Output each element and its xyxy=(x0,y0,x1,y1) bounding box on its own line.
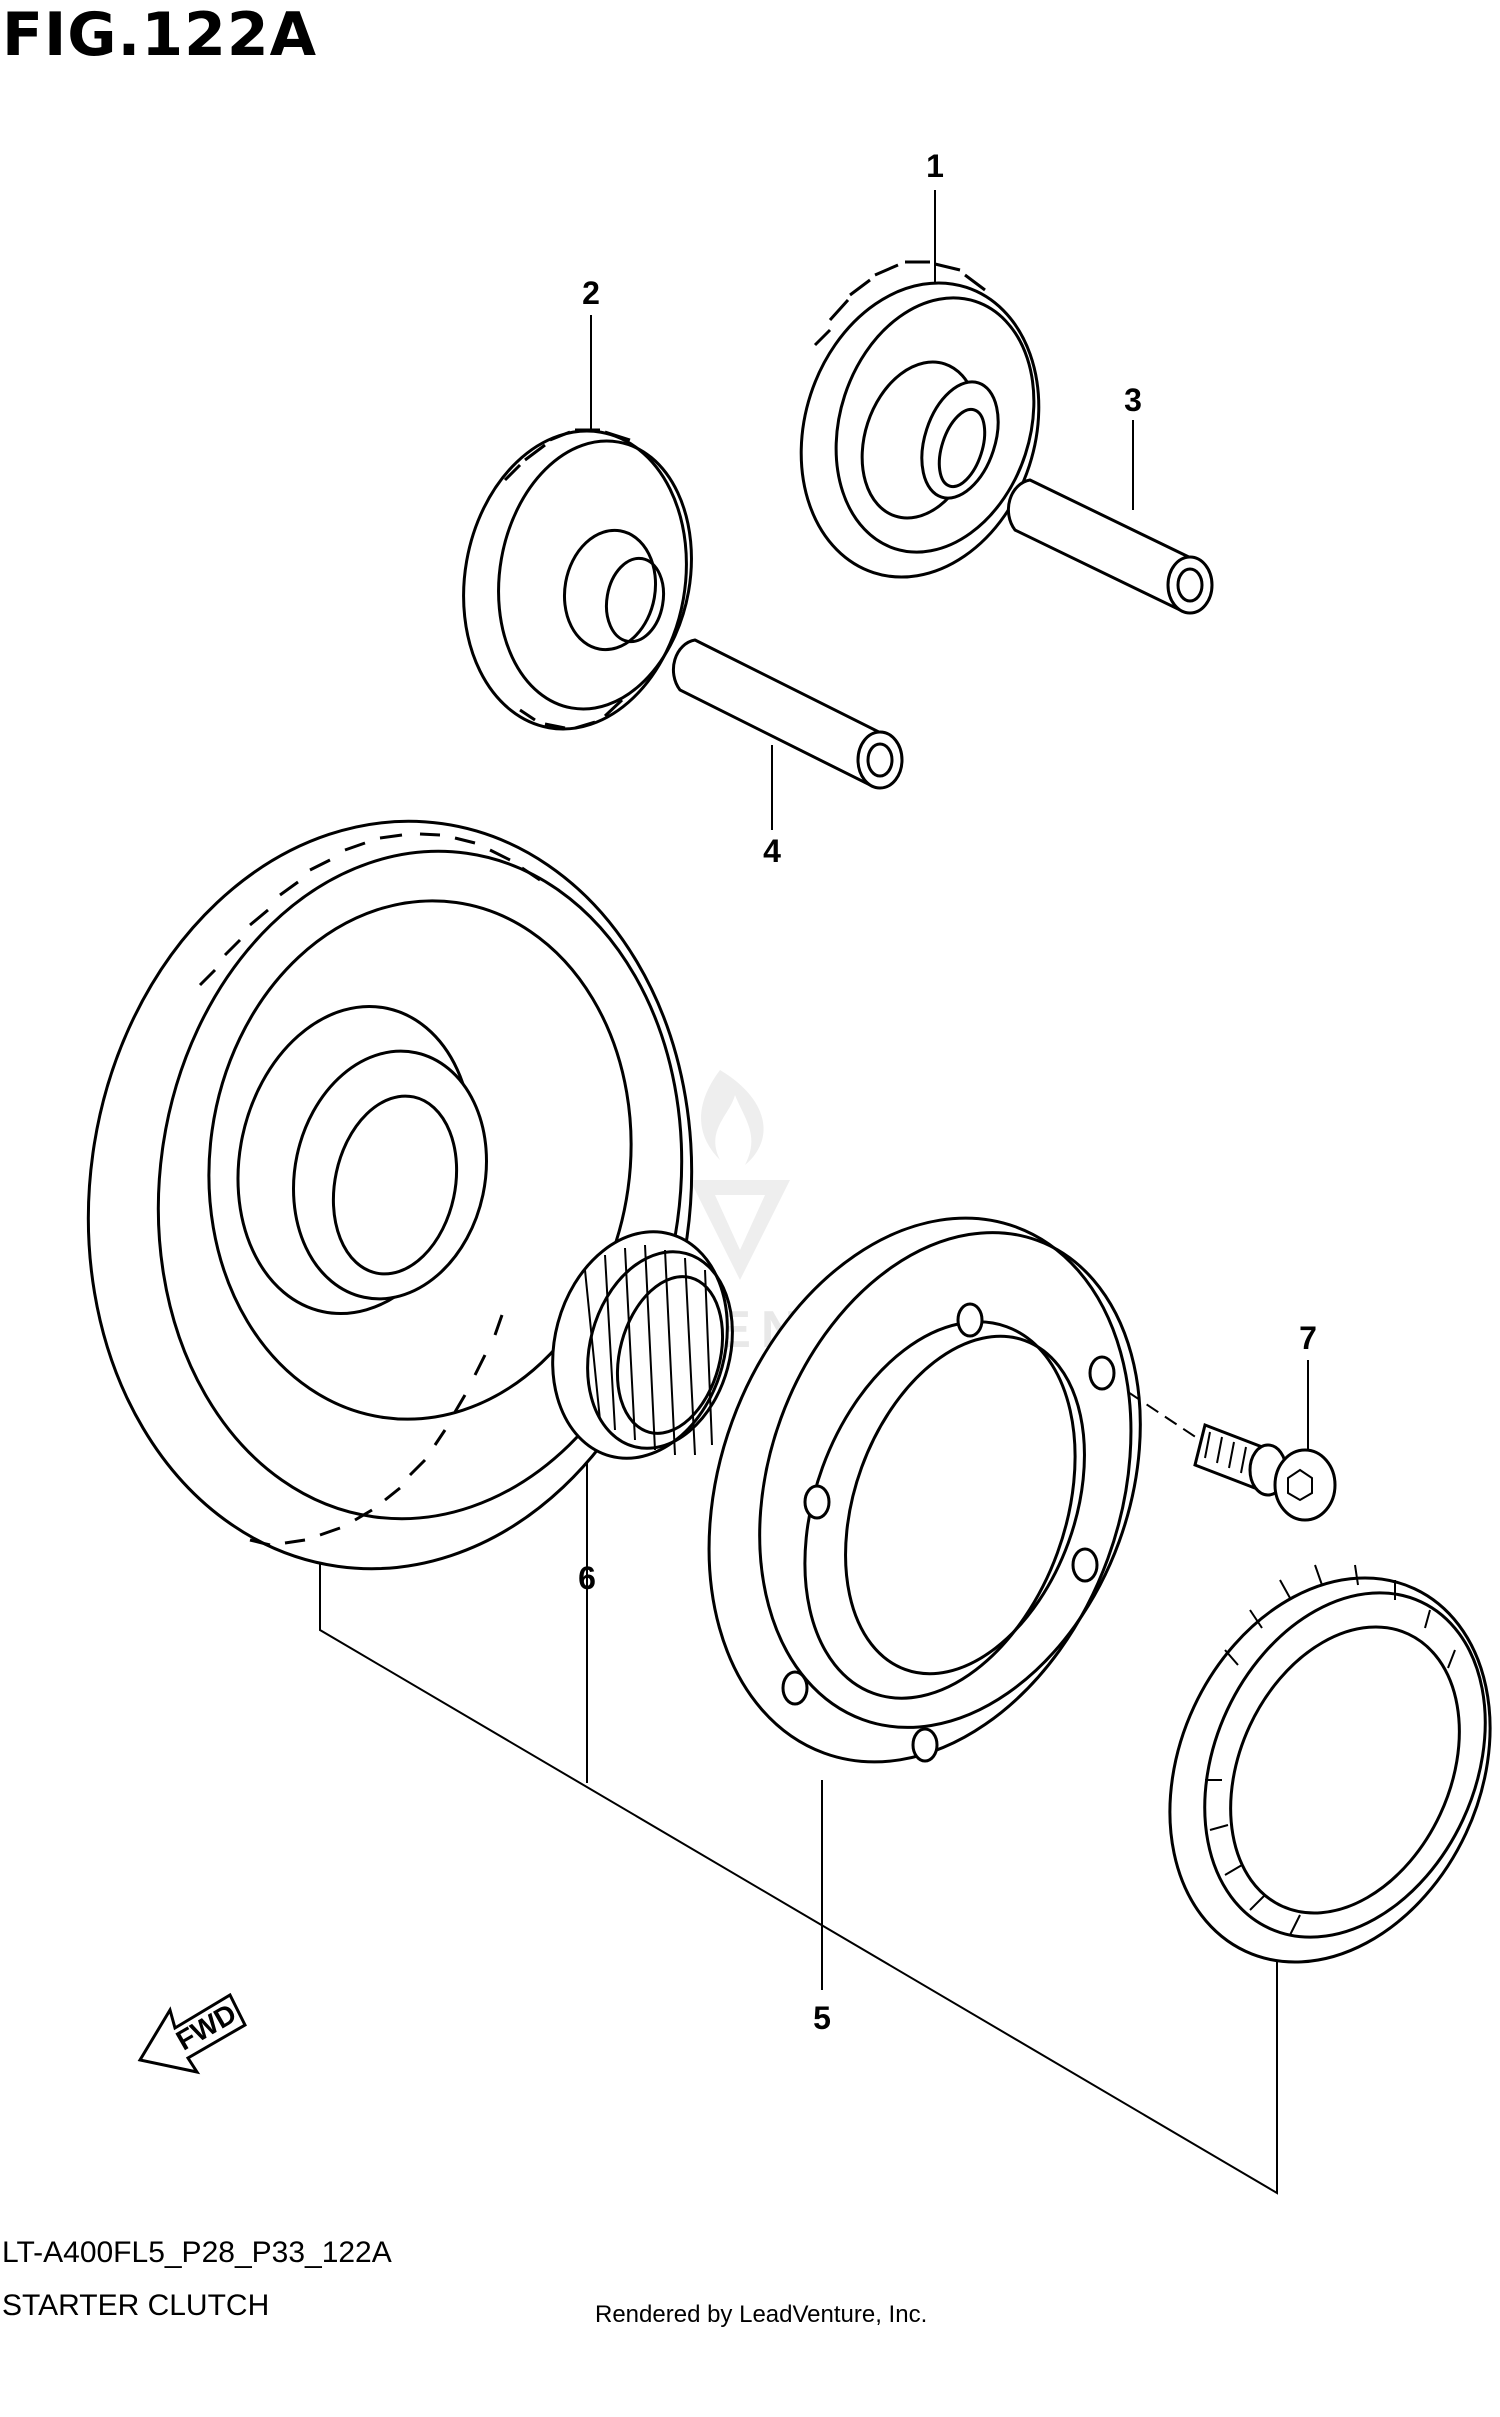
figure-title: FIG.122A xyxy=(2,0,318,70)
diagram-name: STARTER CLUTCH xyxy=(2,2289,270,2322)
callout-2: 2 xyxy=(582,275,600,311)
render-credit: Rendered by LeadVenture, Inc. xyxy=(595,2301,928,2328)
one-way-clutch xyxy=(1168,1564,1492,1964)
bolt-7 xyxy=(1193,1422,1337,1522)
callout-6: 6 xyxy=(578,1560,596,1596)
fwd-direction-arrow-icon: FWD xyxy=(137,1992,247,2075)
watermark-logo-icon xyxy=(690,1070,790,1280)
clutch-housing-5 xyxy=(707,1216,1142,1764)
model-code: LT-A400FL5_P28_P33_122A xyxy=(2,2236,392,2269)
callout-7: 7 xyxy=(1299,1320,1317,1356)
callout-1: 1 xyxy=(926,148,944,184)
shaft-3 xyxy=(1006,478,1214,615)
callout-5: 5 xyxy=(813,2000,831,2036)
callout-4: 4 xyxy=(763,833,781,869)
shaft-4 xyxy=(671,638,904,790)
callout-3: 3 xyxy=(1124,382,1142,418)
gear-2 xyxy=(462,428,693,731)
gear-1 xyxy=(799,260,1041,579)
starter-driven-gear xyxy=(86,819,694,1571)
needle-bearing-6 xyxy=(551,1230,734,1460)
